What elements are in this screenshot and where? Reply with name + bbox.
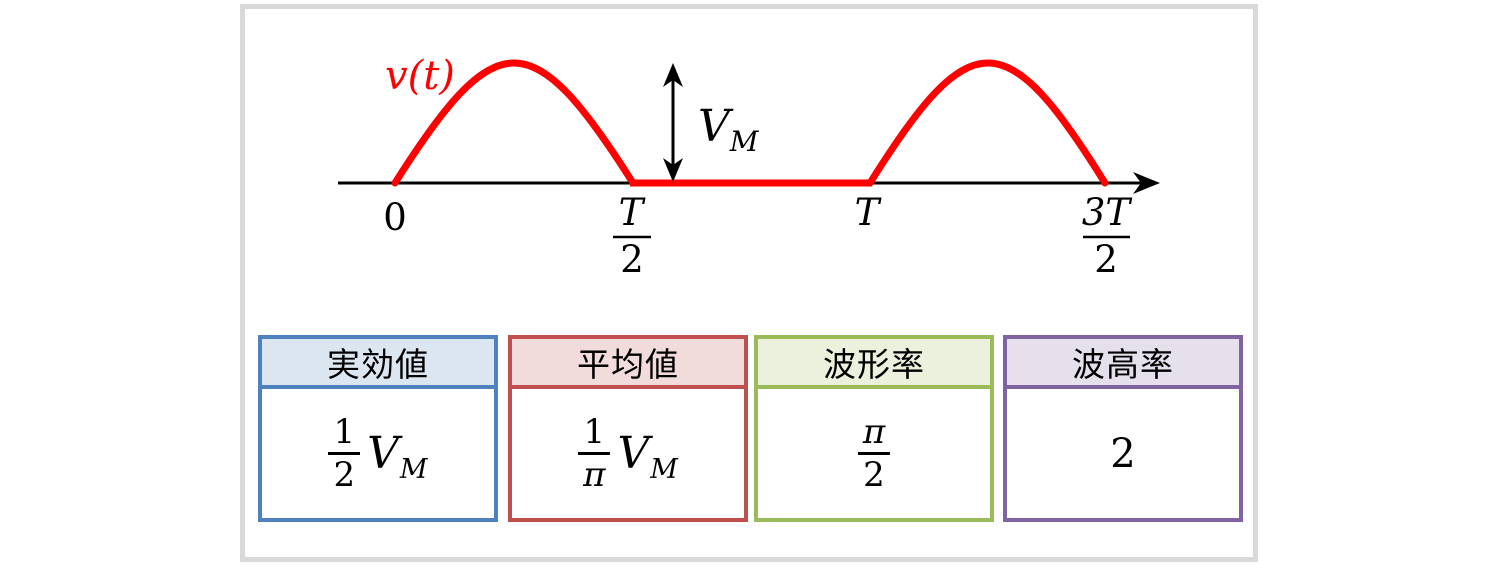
fraction-bar (857, 452, 891, 455)
sine-hump-2 (866, 59, 1109, 187)
tick-period: T (855, 191, 882, 234)
stat-box-form-factor: 波形率 π 2 (754, 335, 994, 522)
stat-box-rms-title: 実効値 (262, 339, 494, 389)
tick-half-period-num: T (619, 191, 646, 234)
fraction: 1 π (578, 412, 611, 495)
stat-box-average-value: 1 π VM (512, 389, 744, 518)
waveform-plot: v(t) VM 0 T 2 T 3T 2 (338, 53, 1160, 281)
tick-half-period-den: 2 (620, 238, 644, 281)
tick-half-period: T 2 (613, 191, 651, 281)
time-axis-arrow-icon (1133, 172, 1160, 194)
stat-box-rms: 実効値 1 2 VM (258, 335, 498, 522)
fraction-bar (578, 452, 611, 455)
coefficient: VM (617, 428, 678, 485)
tick-three-half-period-num: 3T (1082, 191, 1133, 234)
amplitude-arrow-icon (663, 63, 683, 182)
stat-box-average: 平均値 1 π VM (508, 335, 748, 522)
stat-box-rms-value: 1 2 VM (262, 389, 494, 518)
stat-box-crest-factor-value: 2 (1110, 430, 1136, 477)
stat-box-average-title: 平均値 (512, 339, 744, 389)
stat-box-crest-factor-title: 波高率 (1007, 339, 1239, 389)
tick-origin: 0 (383, 196, 407, 239)
amplitude-label: VM (698, 101, 760, 158)
sine-hump-1 (391, 59, 637, 187)
tick-three-half-period-den: 2 (1094, 238, 1118, 281)
coefficient: VM (367, 428, 428, 485)
stat-box-form-factor-title: 波形率 (758, 339, 990, 389)
curve-label: v(t) (385, 53, 455, 99)
fraction: π 2 (857, 412, 891, 495)
fraction: 1 2 (328, 412, 361, 495)
stat-box-form-factor-value: π 2 (758, 389, 990, 518)
fraction-bar (328, 452, 361, 455)
stat-box-crest-factor: 波高率 2 (1003, 335, 1243, 522)
tick-three-half-period: 3T 2 (1082, 191, 1133, 281)
